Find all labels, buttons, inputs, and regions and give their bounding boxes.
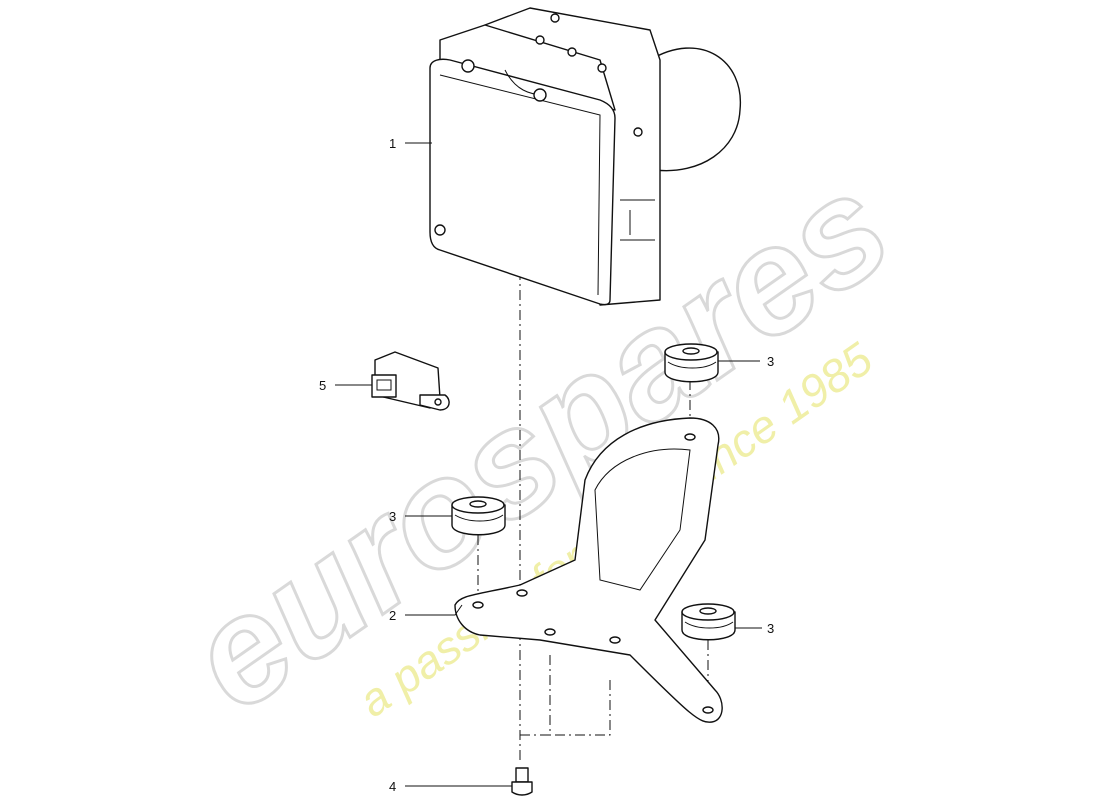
callout-3-left[interactable]: 3 — [389, 509, 396, 524]
abs-unit[interactable] — [429, 7, 741, 306]
callout-4[interactable]: 4 — [389, 779, 396, 794]
grommet-top-right[interactable] — [664, 343, 719, 383]
bolt[interactable] — [511, 767, 533, 796]
mounting-bracket[interactable] — [454, 417, 723, 723]
callout-2[interactable]: 2 — [389, 608, 396, 623]
grommet-left[interactable] — [451, 496, 506, 536]
sensor[interactable] — [371, 351, 450, 411]
grommet-bottom-right[interactable] — [681, 603, 736, 641]
leader-line — [405, 604, 463, 616]
callout-5[interactable]: 5 — [319, 378, 326, 393]
callout-3-bottom-right[interactable]: 3 — [767, 621, 774, 636]
callout-1[interactable]: 1 — [389, 136, 396, 151]
callout-3-top-right[interactable]: 3 — [767, 354, 774, 369]
assembly-axis-line — [519, 270, 611, 760]
